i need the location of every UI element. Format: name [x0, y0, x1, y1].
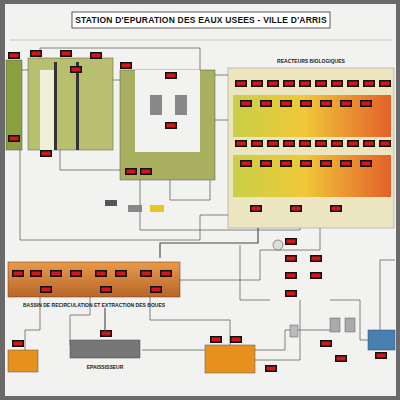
pipe-connector — [105, 308, 106, 336]
title-frame — [72, 12, 330, 28]
unit-label: REACTEURS BIOLOGIQUES — [277, 58, 345, 64]
board — [5, 4, 396, 396]
unit-label: BASSIN DE RECIRCULATION ET EXTRACTION DE… — [23, 302, 165, 308]
header-rule — [10, 40, 392, 41]
process-unit: REACTEURS BIOLOGIQUES — [228, 58, 394, 228]
pipes — [20, 48, 395, 360]
process-unit: BASSIN DE RECIRCULATION ET EXTRACTION DE… — [8, 258, 180, 308]
unit-label: EPAISSISSEUR — [87, 364, 124, 370]
panel-title: STATION D'EPURATION DES EAUX USEES - VIL… — [72, 12, 330, 28]
pipe-connector — [160, 228, 258, 258]
process-unit: EPAISSISSEUR — [66, 336, 144, 370]
process-tanks — [6, 58, 395, 373]
digital-readouts — [8, 50, 391, 372]
